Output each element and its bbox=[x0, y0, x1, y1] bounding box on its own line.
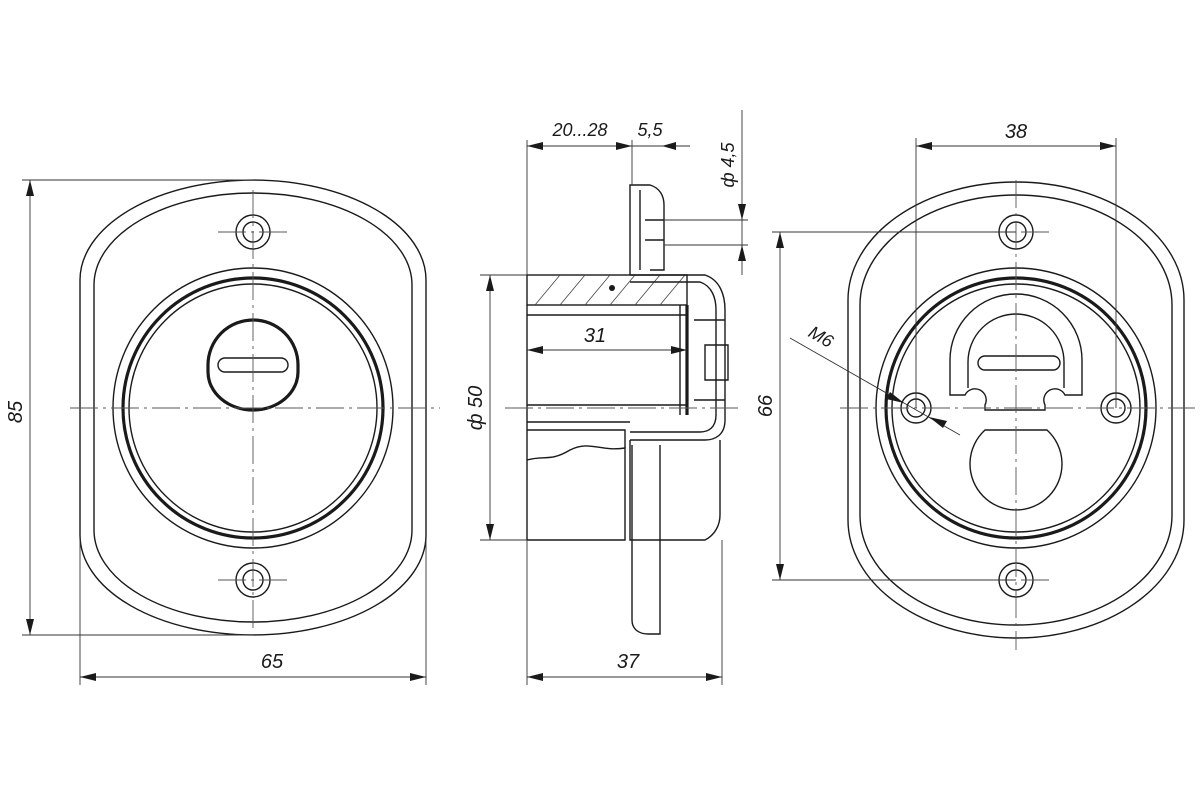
side-drop-plate bbox=[631, 445, 661, 635]
front-inner-outline bbox=[93, 192, 413, 623]
dim-sleeve-diameter: ф 50 bbox=[465, 386, 487, 431]
dim-inner-length: 31 bbox=[584, 325, 606, 347]
back-key-slot bbox=[977, 355, 1061, 371]
dim-total-depth: 37 bbox=[617, 651, 640, 673]
dim-front-width: 65 bbox=[261, 651, 284, 673]
side-sleeve-top bbox=[526, 274, 688, 306]
dim-flange: 5,5 bbox=[637, 120, 663, 140]
dim-hole-spacing: 38 bbox=[1005, 121, 1027, 143]
back-keyhole-upper bbox=[949, 293, 1083, 411]
front-key-cover bbox=[206, 318, 300, 412]
dim-thread: M6 bbox=[805, 322, 838, 352]
dim-screw-height: 66 bbox=[755, 394, 777, 417]
side-sleeve-bottom bbox=[526, 445, 626, 541]
back-keyhole-lower bbox=[969, 429, 1063, 511]
dim-hole-diameter: ф 4,5 bbox=[718, 141, 738, 187]
side-view: 20...28 5,5 ф 4,5 31 ф 50 37 bbox=[465, 110, 748, 685]
back-view: 38 66 M6 bbox=[755, 121, 1195, 650]
back-inner-outline bbox=[859, 194, 1173, 626]
back-outer-outline bbox=[847, 181, 1185, 639]
front-view: 85 65 bbox=[5, 179, 440, 685]
front-outer-outline bbox=[79, 179, 427, 636]
side-cover bbox=[630, 274, 726, 441]
dim-depth-range: 20...28 bbox=[551, 120, 607, 140]
side-top-plate bbox=[629, 184, 665, 275]
dim-front-height: 85 bbox=[5, 400, 27, 423]
